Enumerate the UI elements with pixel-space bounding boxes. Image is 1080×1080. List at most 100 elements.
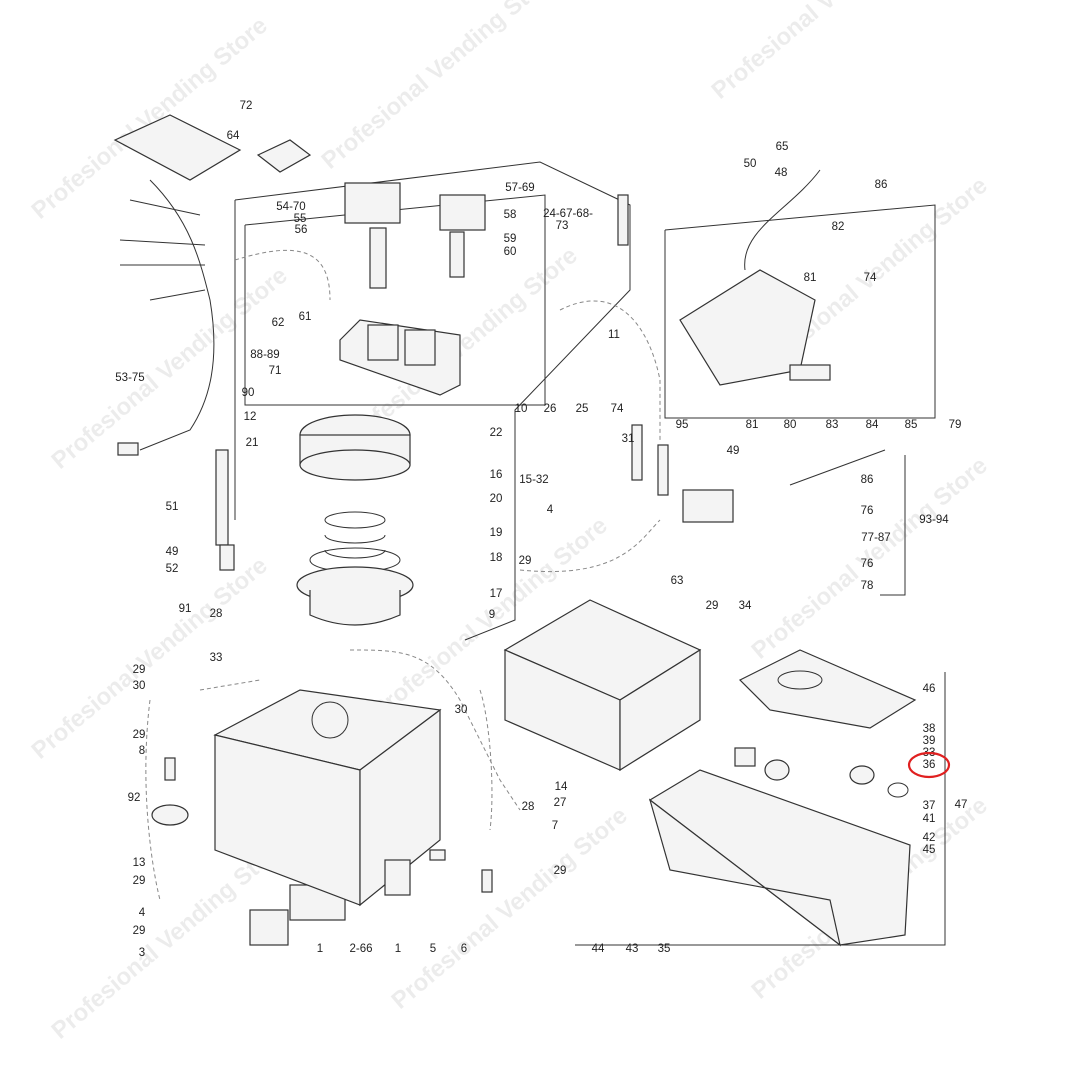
connector	[117, 442, 139, 456]
part-label: 18	[490, 552, 503, 564]
part-label: 29	[133, 875, 146, 887]
part-label: 59	[504, 233, 517, 245]
part-label: 93-94	[919, 514, 949, 526]
part-label: 58	[504, 209, 517, 221]
part-label: 78	[861, 580, 874, 592]
part-label: 4	[139, 907, 146, 919]
part-label: 53-75	[115, 372, 144, 384]
bracket-64	[256, 139, 312, 173]
tank-lid-46	[738, 649, 917, 729]
part-label: 1	[317, 943, 323, 955]
part-label: 8	[139, 745, 145, 757]
part-label: 54-70	[276, 201, 305, 213]
part-label: 11	[608, 329, 620, 341]
part-label: 41	[923, 813, 936, 825]
tube	[617, 194, 629, 246]
part-label: 81	[804, 272, 817, 284]
heating-element	[324, 511, 386, 559]
watermark-text: Profesional Vending Store	[27, 12, 273, 225]
part-label: 27	[554, 797, 567, 809]
part-label: 29	[133, 729, 146, 741]
part-label: 10	[515, 403, 528, 415]
part-label: 49	[166, 546, 179, 558]
part-label: 3	[139, 947, 145, 959]
part-label: 61	[299, 311, 312, 323]
part-label: 12	[244, 411, 257, 423]
part-label: 57-69	[505, 182, 534, 194]
valve-stem	[369, 227, 387, 289]
part-label: 72	[240, 100, 253, 112]
part-label: 74	[611, 403, 624, 415]
solenoid-coil-57-69	[439, 194, 486, 231]
part-label: 35	[658, 943, 671, 955]
solenoid-coil-54-70	[344, 182, 401, 224]
part-label: 19	[490, 527, 503, 539]
part-label: 51	[166, 501, 179, 513]
part-label: 60	[504, 246, 517, 258]
part-label: 49	[727, 445, 740, 457]
watermark-text: Profesional Vending Store	[317, 0, 563, 175]
part-label: 88-89	[250, 349, 279, 361]
part-label: 82	[832, 221, 845, 233]
part-label: 29	[133, 664, 146, 676]
part-label: 14	[555, 781, 568, 793]
part-label: 46	[923, 683, 936, 695]
part-label: 45	[923, 844, 936, 856]
bracket-72	[113, 114, 242, 181]
part-label: 63	[671, 575, 684, 587]
part-label: 55	[294, 213, 307, 225]
part-label: 85	[905, 419, 918, 431]
part-label: 16	[490, 469, 503, 481]
group-frames	[234, 161, 946, 946]
part-label: 62	[272, 317, 285, 329]
part-label: 29	[133, 925, 146, 937]
part-label: 28	[522, 801, 535, 813]
part-label: 92	[128, 792, 141, 804]
pump-2-66	[289, 884, 346, 921]
pressure-switch	[151, 804, 189, 826]
part-label: 50	[744, 158, 757, 170]
part-label: 80	[784, 419, 797, 431]
part-label: 5	[430, 943, 436, 955]
part-label: 17	[490, 588, 503, 600]
part-label: 2-66	[349, 943, 372, 955]
part-label: 33	[210, 652, 223, 664]
part-label: 90	[242, 387, 255, 399]
part-label: 29	[554, 865, 567, 877]
part-label: 37	[923, 800, 936, 812]
part-label: 21	[246, 437, 259, 449]
part-label: 77-87	[861, 532, 890, 544]
part-label: 79	[949, 419, 962, 431]
part-label: 36	[923, 759, 936, 771]
flowmeter	[679, 269, 816, 386]
part-label: 4	[547, 504, 554, 516]
part-label: 44	[592, 943, 605, 955]
part-label: 86	[875, 179, 888, 191]
part-label: 52	[166, 563, 179, 575]
part-label: 76	[861, 558, 874, 570]
part-label: 73	[556, 220, 569, 232]
part-label: 9	[489, 609, 495, 621]
part-label: 76	[861, 505, 874, 517]
part-label: 26	[544, 403, 557, 415]
part-label: 30	[455, 704, 468, 716]
part-label: 43	[626, 943, 639, 955]
part-label: 24-67-68-	[543, 208, 593, 220]
pump-77-87	[682, 489, 734, 523]
part-label: 56	[295, 224, 308, 236]
parts	[113, 114, 917, 947]
part-label: 25	[576, 403, 589, 415]
part-label: 86	[861, 474, 874, 486]
part-label: 29	[519, 555, 532, 567]
part-label: 13	[133, 857, 146, 869]
part-label: 48	[775, 167, 788, 179]
part-label: 39	[923, 735, 936, 747]
part-label: 31	[622, 433, 635, 445]
part-label: 15-32	[519, 474, 548, 486]
part-label: 84	[866, 419, 879, 431]
part-label: 65	[776, 141, 789, 153]
part-label: 81	[746, 419, 759, 431]
part-label: 20	[490, 493, 503, 505]
